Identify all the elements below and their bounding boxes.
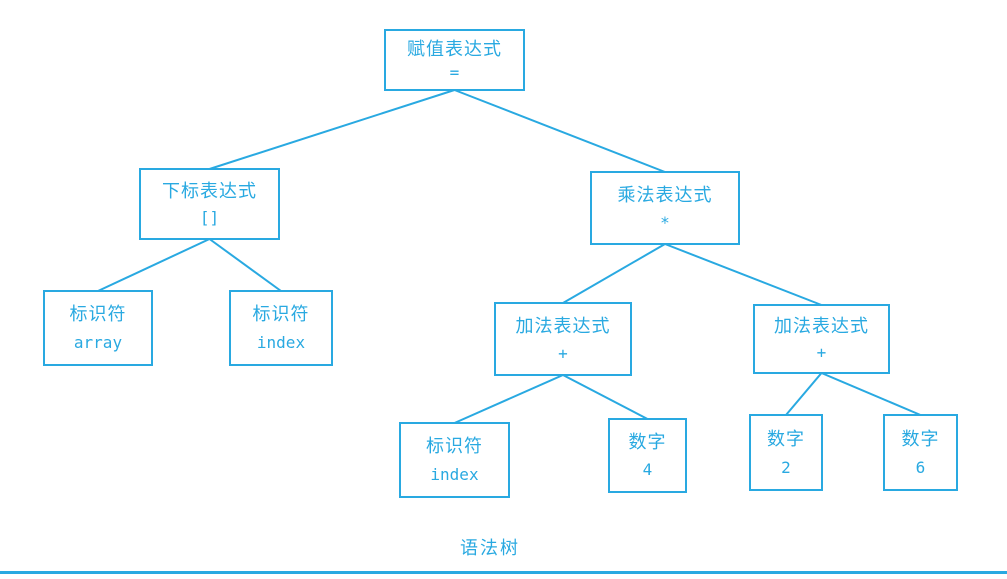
node-value: 2 bbox=[781, 457, 791, 477]
node-value: 4 bbox=[642, 460, 653, 480]
node-label: 加法表达式 bbox=[515, 315, 611, 336]
node-label: 标识符 bbox=[426, 436, 483, 457]
node-label: 乘法表达式 bbox=[617, 184, 713, 205]
tree-node-add-expr-right: 加法表达式 + bbox=[753, 304, 890, 374]
node-operator: + bbox=[558, 343, 568, 363]
tree-node-number-2: 数字 2 bbox=[749, 414, 823, 491]
node-operator: = bbox=[449, 62, 460, 82]
node-operator: + bbox=[816, 343, 827, 363]
tree-node-number-4: 数字 4 bbox=[608, 418, 687, 493]
node-label: 标识符 bbox=[69, 304, 127, 325]
tree-node-identifier-array: 标识符 array bbox=[43, 290, 153, 366]
node-label: 数字 bbox=[767, 428, 805, 449]
node-value: index bbox=[430, 465, 479, 485]
tree-node-identifier-index: 标识符 index bbox=[229, 290, 333, 366]
tree-node-subscript-expr: 下标表达式 [] bbox=[139, 168, 280, 240]
tree-node-assignment-expr: 赋值表达式 = bbox=[384, 29, 525, 91]
tree-node-multiply-expr: 乘法表达式 * bbox=[590, 171, 740, 245]
node-label: 赋值表达式 bbox=[407, 38, 502, 59]
node-label: 数字 bbox=[628, 431, 667, 452]
node-value: index bbox=[256, 333, 306, 353]
node-label: 下标表达式 bbox=[162, 180, 257, 201]
node-label: 标识符 bbox=[252, 304, 310, 325]
node-operator: * bbox=[660, 212, 670, 232]
node-label: 数字 bbox=[901, 428, 940, 449]
bottom-divider bbox=[0, 571, 1007, 574]
node-operator: [] bbox=[199, 208, 220, 228]
node-label: 加法表达式 bbox=[774, 316, 869, 337]
tree-node-number-6: 数字 6 bbox=[883, 414, 958, 491]
diagram-caption: 语法树 bbox=[460, 538, 520, 558]
tree-node-add-expr-left: 加法表达式 + bbox=[494, 302, 632, 376]
tree-node-identifier-index-2: 标识符 index bbox=[399, 422, 510, 498]
node-value: 6 bbox=[915, 457, 926, 477]
node-value: array bbox=[73, 333, 123, 353]
